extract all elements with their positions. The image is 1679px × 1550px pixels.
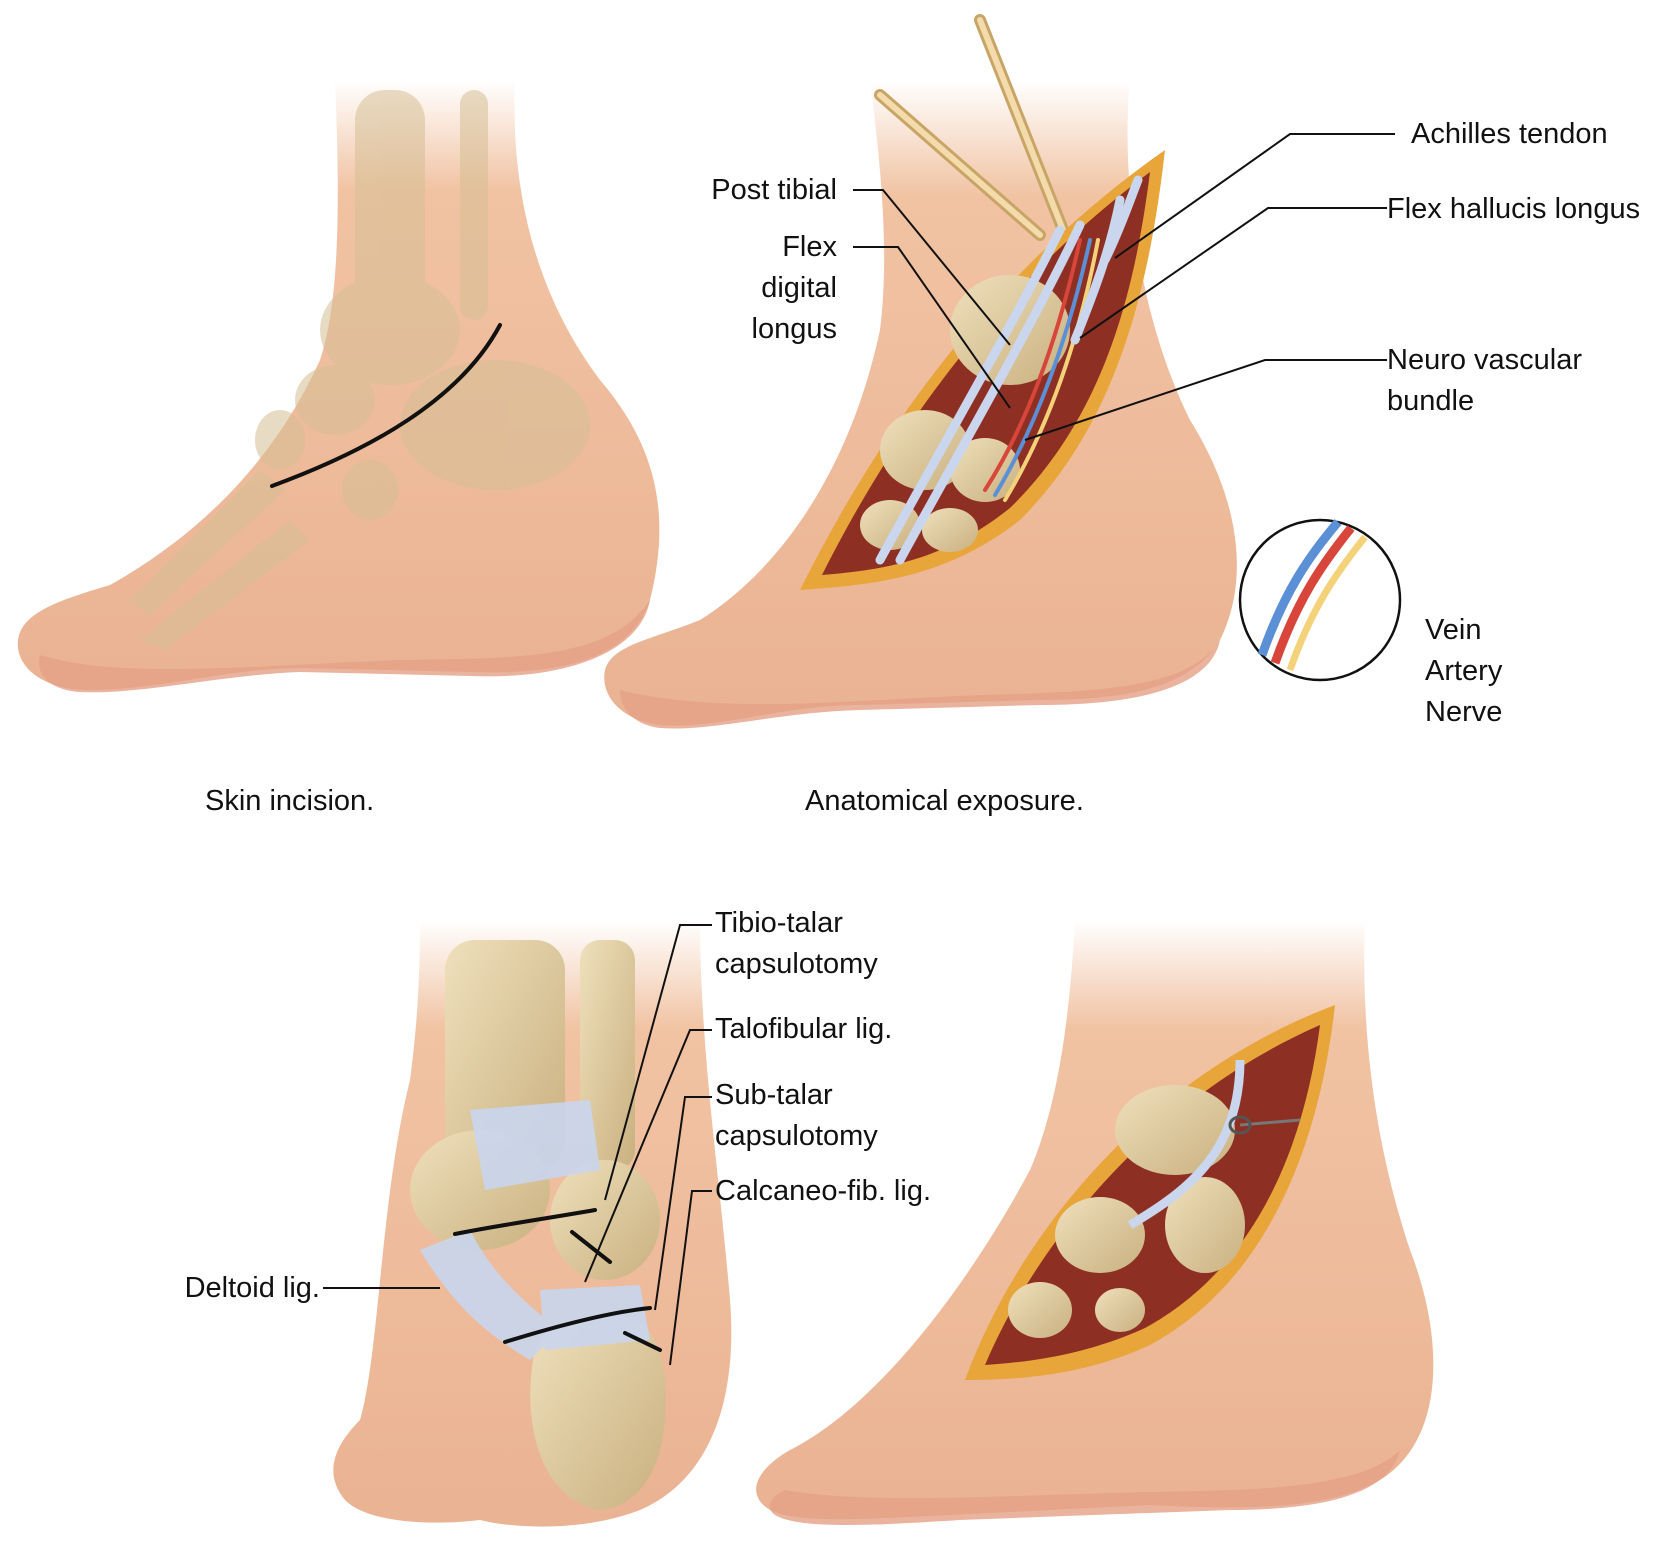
caption-skin-incision: Skin incision. [205,785,375,817]
label-achilles-tendon: Achilles tendon [1411,118,1608,150]
label-sub-talar-line-1: Sub-talar [715,1079,833,1111]
lateral-exposure-foot [756,920,1434,1525]
foot-2-sole [620,640,1220,729]
label-sub-talar-line-2: capsulotomy [715,1120,878,1152]
label-neuro-vascular-bundle-line-1: Neuro vascular [1387,344,1583,376]
skin-incision-line [270,323,502,488]
posterior-ligaments [420,1100,650,1360]
label-flex-digital-longus-line-1: Flex [782,231,837,263]
label-deltoid-lig: Deltoid lig. [184,1272,320,1304]
posterior-bones [410,940,666,1510]
label-talofibular-lig: Talofibular lig. [715,1013,893,1045]
retractors [874,14,1071,241]
label-tibio-talar-capsulotomy: Tibio-talar capsulotomy [715,903,878,985]
label-flex-digital-longus: Flex digital longus [752,227,837,350]
label-post-tibial: Post tibial [711,174,837,206]
lateral-tendon [1127,1059,1245,1229]
inset-label-vein: Vein [1425,614,1482,646]
inset-label-artery: Artery [1425,655,1503,687]
vessel-artery [1270,525,1355,665]
label-neuro-vascular-bundle: Neuro vascular bundle [1387,340,1582,422]
vessel-vein [1257,519,1342,657]
foot-1-sole [39,600,651,693]
vessel-inset [1238,518,1402,682]
label-flex-digital-longus-line-2: digital [761,272,837,304]
inset-label-nerve: Nerve [1425,696,1503,728]
label-tibio-talar-line-2: capsulotomy [715,948,878,980]
skin-incision-foot [17,80,660,693]
lateral-bones [1008,1085,1245,1338]
foot-4-sole [769,1450,1400,1525]
posterior-view-ankle [333,920,732,1527]
exposure-leader-lines [853,133,1395,441]
label-tibio-talar-line-1: Tibio-talar [715,907,843,939]
label-neuro-vascular-bundle-line-2: bundle [1387,385,1475,417]
caption-anatomical-exposure: Anatomical exposure. [805,785,1084,817]
inset-legend: Vein Artery Nerve [1425,610,1502,733]
foot-1-bones [130,90,590,650]
anatomical-exposure-foot [604,14,1237,729]
posterior-incisions [453,1208,662,1352]
label-flex-hallucis-longus: Flex hallucis longus [1387,193,1641,225]
exposure-tendons [875,175,1143,565]
label-sub-talar-capsulotomy: Sub-talar capsulotomy [715,1075,878,1157]
vessel-nerve [1286,534,1368,672]
posterior-leader-lines [323,924,712,1366]
label-calcaneo-fib-lig: Calcaneo-fib. lig. [715,1175,931,1207]
label-flex-digital-longus-line-3: longus [751,313,837,345]
